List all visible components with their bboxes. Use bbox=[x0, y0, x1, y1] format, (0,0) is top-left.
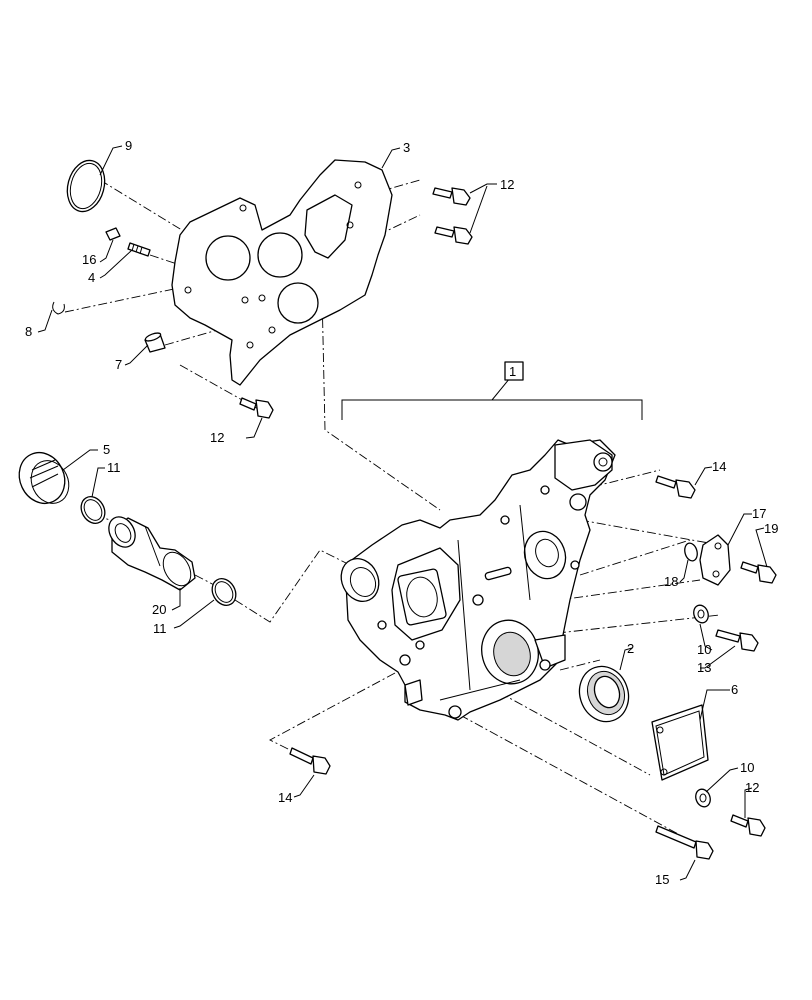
callout-5: 5 bbox=[103, 442, 110, 457]
callout-14-lower: 14 bbox=[278, 790, 292, 805]
callout-labels: 1 2 3 4 5 6 7 8 9 10 10 11 11 12 12 12 1… bbox=[25, 138, 778, 887]
callout-12-lower-right: 12 bbox=[745, 780, 759, 795]
stud-part-4 bbox=[127, 242, 151, 257]
bolt-part-12-middle bbox=[434, 226, 473, 245]
bolt-part-12-lower-right bbox=[730, 814, 766, 837]
access-plate-part-6 bbox=[651, 704, 709, 781]
clip-part-8 bbox=[52, 301, 65, 315]
bolt-part-12-left bbox=[239, 397, 274, 419]
seal-part-2 bbox=[578, 665, 630, 723]
plug-part-16 bbox=[105, 227, 121, 241]
callout-1: 1 bbox=[509, 364, 516, 379]
callout-16: 16 bbox=[82, 252, 96, 267]
callout-8: 8 bbox=[25, 324, 32, 339]
timing-cover-housing-part-1 bbox=[340, 439, 616, 721]
callout-14-upper: 14 bbox=[712, 459, 726, 474]
washer-part-10-upper bbox=[693, 604, 709, 624]
bolt-part-19 bbox=[740, 561, 777, 584]
o-ring-part-18 bbox=[684, 542, 698, 562]
gasket-plate-part-3 bbox=[171, 159, 393, 386]
callout-11-upper: 11 bbox=[107, 460, 121, 475]
cap-part-5 bbox=[18, 452, 70, 504]
o-ring-part-11-upper bbox=[80, 496, 106, 524]
callout-box-1 bbox=[504, 361, 524, 381]
leader-lines bbox=[37, 145, 768, 881]
o-ring-part-11-lower bbox=[211, 578, 237, 606]
callout-6: 6 bbox=[731, 682, 738, 697]
callout-12-upper: 12 bbox=[500, 177, 514, 192]
assembly-centerlines bbox=[64, 179, 721, 836]
washer-part-10-lower bbox=[695, 788, 711, 808]
bolt-part-15 bbox=[655, 825, 714, 860]
callout-19: 19 bbox=[764, 521, 778, 536]
bolt-part-14-lower bbox=[289, 747, 331, 775]
bolt-part-12-upper bbox=[432, 187, 471, 206]
callout-10-upper: 10 bbox=[697, 642, 711, 657]
assembly-bracket-item-1 bbox=[341, 361, 643, 420]
o-ring-part-9 bbox=[66, 159, 106, 213]
callout-15: 15 bbox=[655, 872, 669, 887]
callout-10-lower: 10 bbox=[740, 760, 754, 775]
callout-3: 3 bbox=[403, 140, 410, 155]
dowel-pin-part-7 bbox=[144, 332, 166, 353]
bolt-part-14-upper bbox=[655, 475, 696, 499]
callout-4: 4 bbox=[88, 270, 95, 285]
callout-9: 9 bbox=[125, 138, 132, 153]
callout-17: 17 bbox=[752, 506, 766, 521]
bolt-part-13 bbox=[715, 629, 759, 652]
callout-2: 2 bbox=[627, 641, 634, 656]
filler-tube-part-20 bbox=[108, 516, 196, 591]
cover-plate-part-17 bbox=[699, 534, 731, 586]
callout-7: 7 bbox=[115, 357, 122, 372]
callout-20: 20 bbox=[152, 602, 166, 617]
callout-12-left: 12 bbox=[210, 430, 224, 445]
callout-18: 18 bbox=[664, 574, 678, 589]
callout-13: 13 bbox=[697, 660, 711, 675]
callout-11-lower: 11 bbox=[153, 621, 167, 636]
